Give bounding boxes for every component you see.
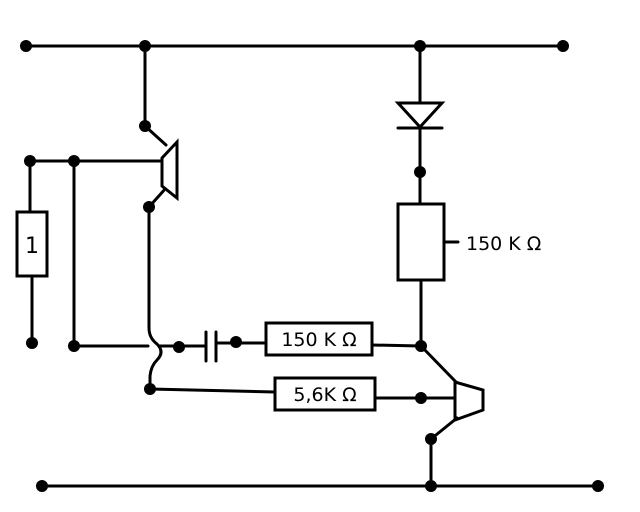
junction-dot — [230, 336, 242, 348]
resistor-middle-label: 150 K Ω — [281, 329, 356, 351]
junction-dot — [68, 155, 80, 167]
t2-collector — [419, 344, 458, 384]
junction-dots — [20, 40, 604, 492]
junction-dot — [425, 480, 437, 492]
junction-dot — [425, 433, 437, 445]
emitter-crossover-wire — [147, 205, 163, 391]
resistor-middle-box — [264, 321, 374, 357]
component-1-label: 1 — [25, 234, 39, 259]
junction-dot — [414, 40, 426, 52]
junction-dot — [144, 383, 156, 395]
emitter-to-bottom-resistor-wire — [148, 387, 277, 394]
junction-dot — [592, 480, 604, 492]
junction-dot — [139, 120, 151, 132]
resistor-bottom-label: 5,6K Ω — [293, 384, 356, 406]
junction-dot — [414, 166, 426, 178]
junction-dot — [24, 155, 36, 167]
junction-dot — [139, 40, 151, 52]
resistor-bottom-box — [273, 376, 377, 412]
junction-dot — [26, 337, 38, 349]
junction-dot — [36, 480, 48, 492]
junction-dot — [68, 340, 80, 352]
resistor-middle-right-wire — [370, 343, 423, 348]
junction-dot — [173, 341, 185, 353]
junction-dot — [557, 40, 569, 52]
resistor-top-right-box — [396, 202, 446, 282]
t1-transistor-body — [160, 138, 179, 202]
t2-transistor-body — [453, 380, 485, 423]
junction-dot — [20, 40, 32, 52]
junction-dot — [415, 392, 427, 404]
junction-dot — [143, 201, 155, 213]
resistor-top-right-label: 150 K Ω — [466, 233, 541, 255]
diode-triangle — [394, 101, 446, 130]
junction-dot — [415, 340, 427, 352]
